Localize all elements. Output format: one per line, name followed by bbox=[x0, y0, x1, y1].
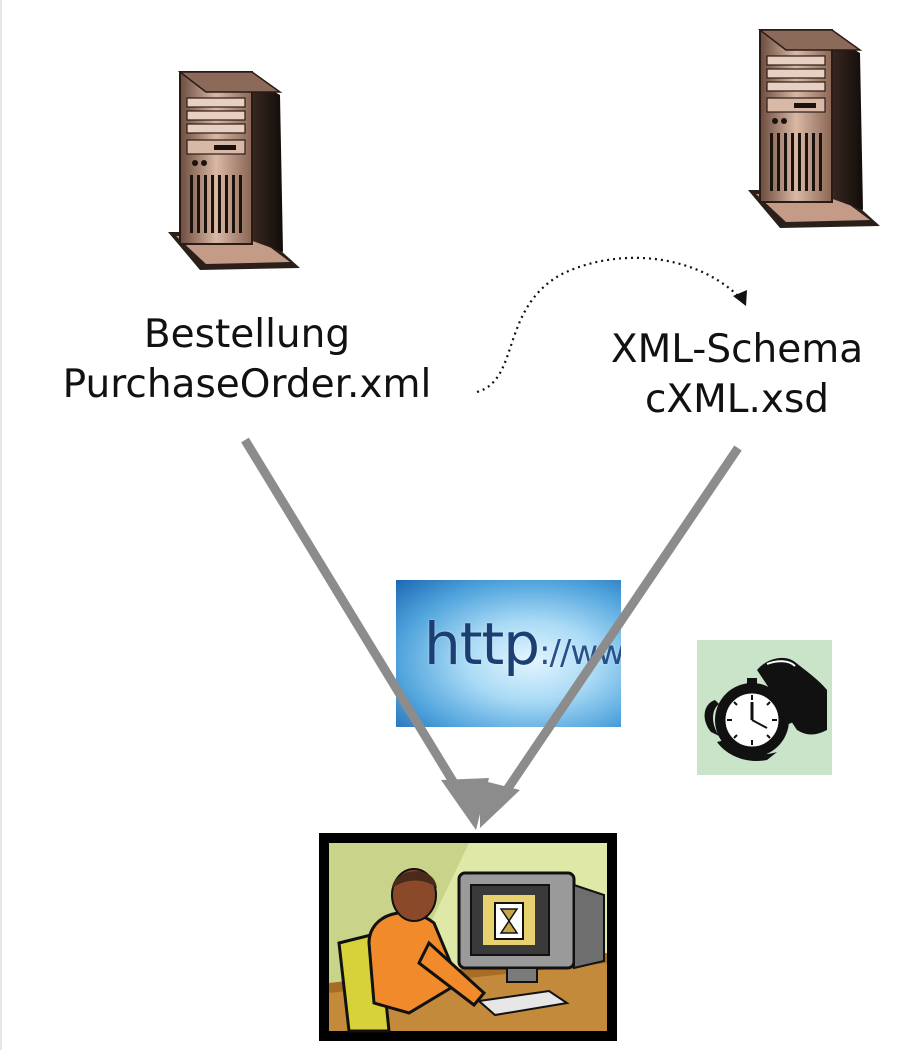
left-node-line2: PurchaseOrder.xml bbox=[62, 362, 432, 407]
http-banner-text: http://ww bbox=[424, 610, 621, 678]
right-server-icon bbox=[748, 29, 880, 228]
http-text-rest: ://ww bbox=[539, 633, 621, 673]
right-node-label: XML-Schema cXML.xsd bbox=[572, 325, 902, 425]
workstation-user-icon bbox=[319, 833, 617, 1041]
workstation-illustration bbox=[329, 843, 607, 1033]
left-node-label: Bestellung PurchaseOrder.xml bbox=[12, 310, 482, 410]
stopwatch-icon bbox=[704, 657, 827, 762]
left-server-icon bbox=[168, 71, 300, 270]
http-text-main: http bbox=[424, 610, 540, 678]
stopwatch-tile bbox=[697, 640, 832, 775]
right-node-line1: XML-Schema bbox=[610, 327, 864, 372]
right-node-line2: cXML.xsd bbox=[644, 377, 830, 422]
reference-arrowhead bbox=[733, 290, 747, 306]
left-edge-rule bbox=[0, 0, 2, 1050]
http-banner-image: http://ww bbox=[396, 580, 621, 727]
left-node-line1: Bestellung bbox=[143, 312, 351, 357]
